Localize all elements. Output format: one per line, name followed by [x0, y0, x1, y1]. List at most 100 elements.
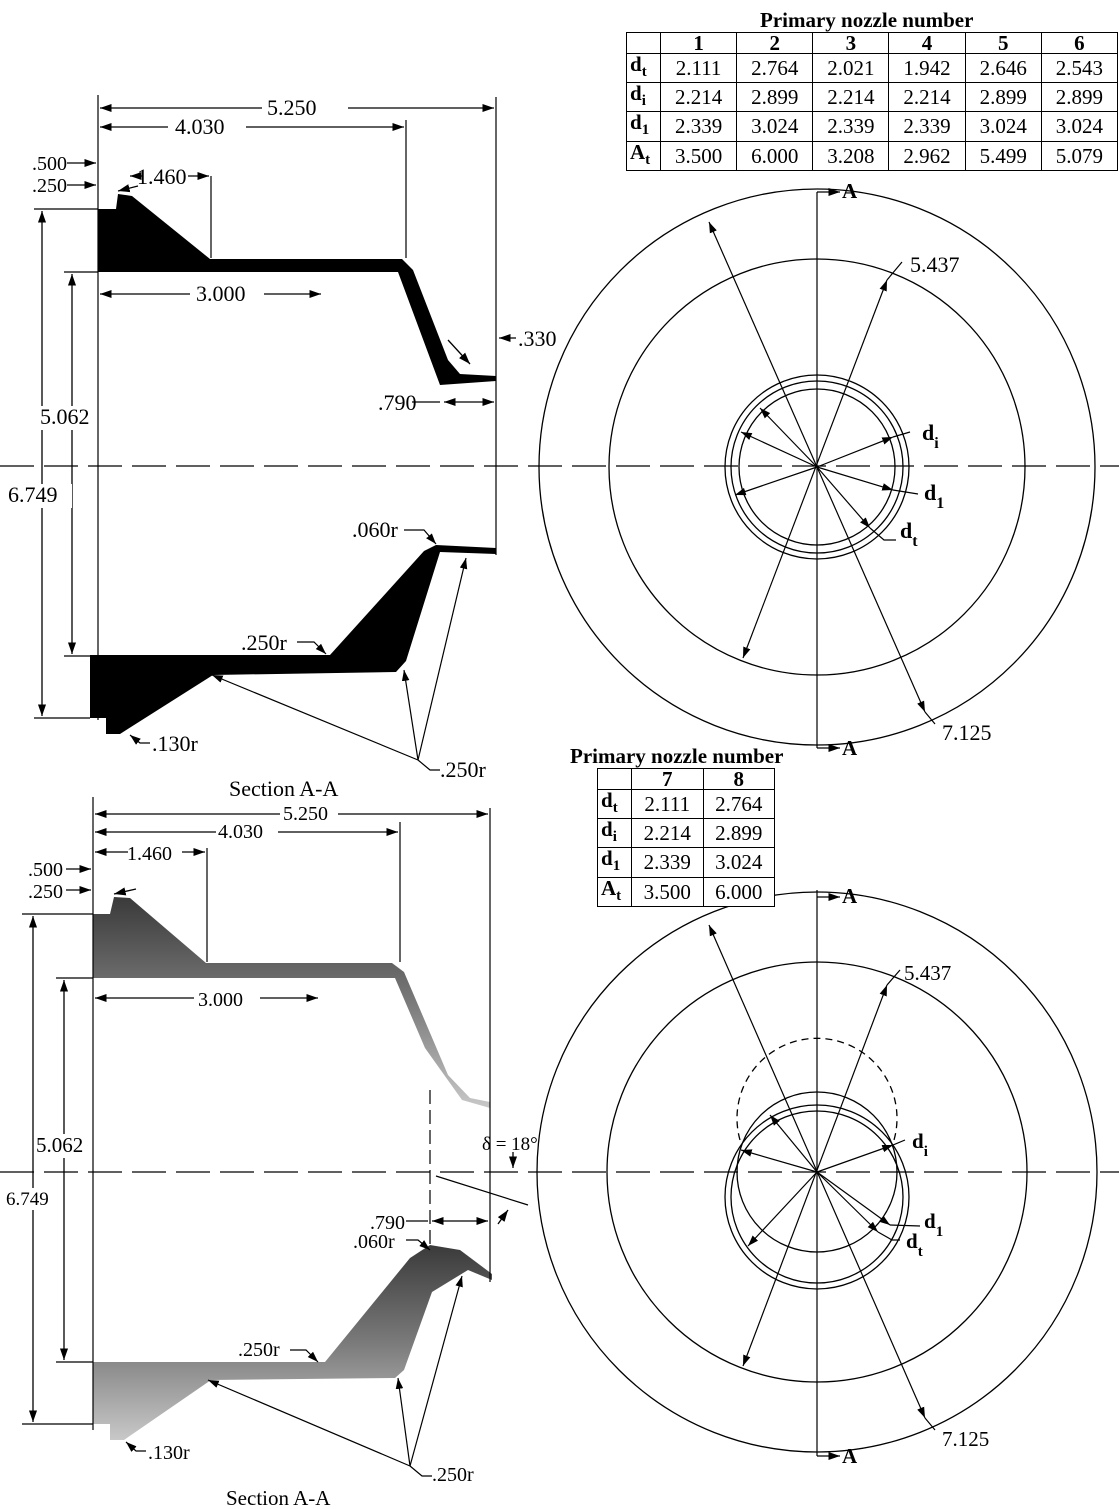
radius-060: .060r	[352, 517, 399, 542]
table-corner-cell	[597, 768, 632, 790]
table-cell: 1.942	[888, 52, 966, 84]
table-cell: 3.024	[702, 847, 775, 878]
section-caption-1: Section A-A	[229, 776, 338, 801]
dim-dia-7125: 7.125	[942, 720, 992, 745]
dim-dia-5437-2: 5.437	[904, 961, 951, 985]
table-cell: 2.339	[888, 111, 966, 142]
table-cell: 3.500	[659, 140, 738, 171]
dim-tip-790: .790	[378, 390, 417, 415]
table-cell: 3.500	[631, 876, 704, 907]
table-cell: 3.024	[964, 111, 1042, 142]
dim-step-500: .500	[32, 153, 67, 175]
row-symbol: di	[626, 82, 661, 113]
dim-length-1460: 1.460	[137, 164, 187, 189]
table-cell: 2.764	[736, 52, 814, 84]
dim-length-3000-2: 3.000	[198, 989, 243, 1011]
row-symbol: At	[597, 876, 632, 907]
label-di-2: di	[912, 1129, 928, 1160]
row-symbol: d1	[626, 111, 661, 142]
table-column-header: 7	[631, 768, 704, 790]
table-cell: 2.214	[812, 82, 890, 113]
row-symbol: At	[626, 140, 661, 171]
section-caption-2: Section A-A	[226, 1486, 331, 1509]
dim-length-4030-2: 4.030	[218, 821, 263, 843]
label-d1-2: d1	[924, 1209, 943, 1240]
end-view-2: A A 5.437 7.125 di d1 dt	[536, 884, 1098, 1468]
dim-step-250: .250	[32, 175, 67, 197]
dim-length-4030: 4.030	[175, 114, 225, 139]
table-cell: 3.208	[812, 140, 890, 171]
table-column-header: 3	[812, 32, 890, 54]
radius-130: .130r	[152, 731, 199, 756]
table-column-header: 2	[736, 32, 814, 54]
table-cell: 2.214	[888, 82, 966, 113]
table-column-header: 1	[659, 32, 738, 54]
dim-tip-790-2: .790	[370, 1212, 405, 1234]
table-column-header: 4	[888, 32, 966, 54]
radius-250-upper: .250r	[241, 630, 288, 655]
table-cell: 3.024	[1040, 111, 1119, 142]
dim-dia-5437: 5.437	[910, 252, 960, 277]
dim-delta-angle: δ = 18°	[482, 1134, 538, 1155]
table2-title: Primary nozzle number	[570, 744, 784, 768]
table-cell: 5.079	[1040, 140, 1119, 171]
section-view-1: 5.250 4.030 1.460 .500 .250 3.000 .330 .…	[6, 95, 557, 801]
table-cell: 3.024	[736, 111, 814, 142]
table-cell: 2.214	[659, 82, 738, 113]
table-cell: 2.899	[736, 82, 814, 113]
table-cell: 6.000	[736, 140, 814, 171]
table-cell: 5.499	[964, 140, 1042, 171]
nozzle-wall-upper	[98, 194, 496, 385]
table-column-header: 6	[1040, 32, 1119, 54]
table-column-header: 8	[702, 768, 775, 790]
dim-dia-6749-2: 6.749	[6, 1189, 49, 1210]
radius-060-2: .060r	[353, 1231, 395, 1253]
row-symbol: dt	[597, 788, 632, 820]
table-cell: 2.764	[702, 788, 775, 820]
nozzle-wall-upper-2	[93, 897, 490, 1108]
end-view-1: A A 5.437 7.125 di d1 dt	[538, 179, 1096, 760]
radius-250-lower: .250r	[440, 757, 487, 782]
label-dt-2: dt	[906, 1229, 923, 1260]
dim-overall-length: 5.250	[267, 95, 317, 120]
dim-dia-5062: 5.062	[40, 404, 90, 429]
label-dt: dt	[900, 518, 918, 550]
section-mark-a-bottom-2: A	[842, 1444, 858, 1468]
nozzle-wall-lower	[90, 545, 496, 734]
dim-length-3000: 3.000	[196, 281, 246, 306]
label-di: di	[922, 420, 939, 452]
table-cell: 2.962	[888, 140, 966, 171]
dim-dia-5062-2: 5.062	[36, 1133, 83, 1157]
table-cell: 2.214	[631, 818, 704, 849]
label-d1: d1	[924, 480, 944, 512]
radius-130-2: .130r	[148, 1442, 190, 1464]
table-cell: 2.339	[659, 111, 738, 142]
nozzle-wall-lower-2	[93, 1245, 492, 1440]
dim-overall-length-2: 5.250	[283, 803, 328, 825]
table-cell: 2.899	[964, 82, 1042, 113]
table-cell: 6.000	[702, 876, 775, 907]
dim-dia-6749: 6.749	[8, 482, 58, 507]
section-mark-a-top: A	[842, 179, 858, 203]
table-corner-cell	[626, 32, 661, 54]
dim-tip-330: .330	[518, 326, 557, 351]
table-cell: 2.339	[812, 111, 890, 142]
table-column-header: 5	[964, 32, 1042, 54]
table-cell: 2.899	[702, 818, 775, 849]
table-cell: 2.111	[631, 788, 704, 820]
dim-step-250-2: .250	[28, 881, 63, 903]
table-cell: 2.339	[631, 847, 704, 878]
section-mark-a-top-2: A	[842, 884, 858, 908]
row-symbol: dt	[626, 52, 661, 84]
dim-step-500-2: .500	[28, 859, 63, 881]
section-mark-a-bottom: A	[842, 736, 858, 760]
table-cell: 2.543	[1040, 52, 1119, 84]
table-cell: 2.111	[659, 52, 738, 84]
